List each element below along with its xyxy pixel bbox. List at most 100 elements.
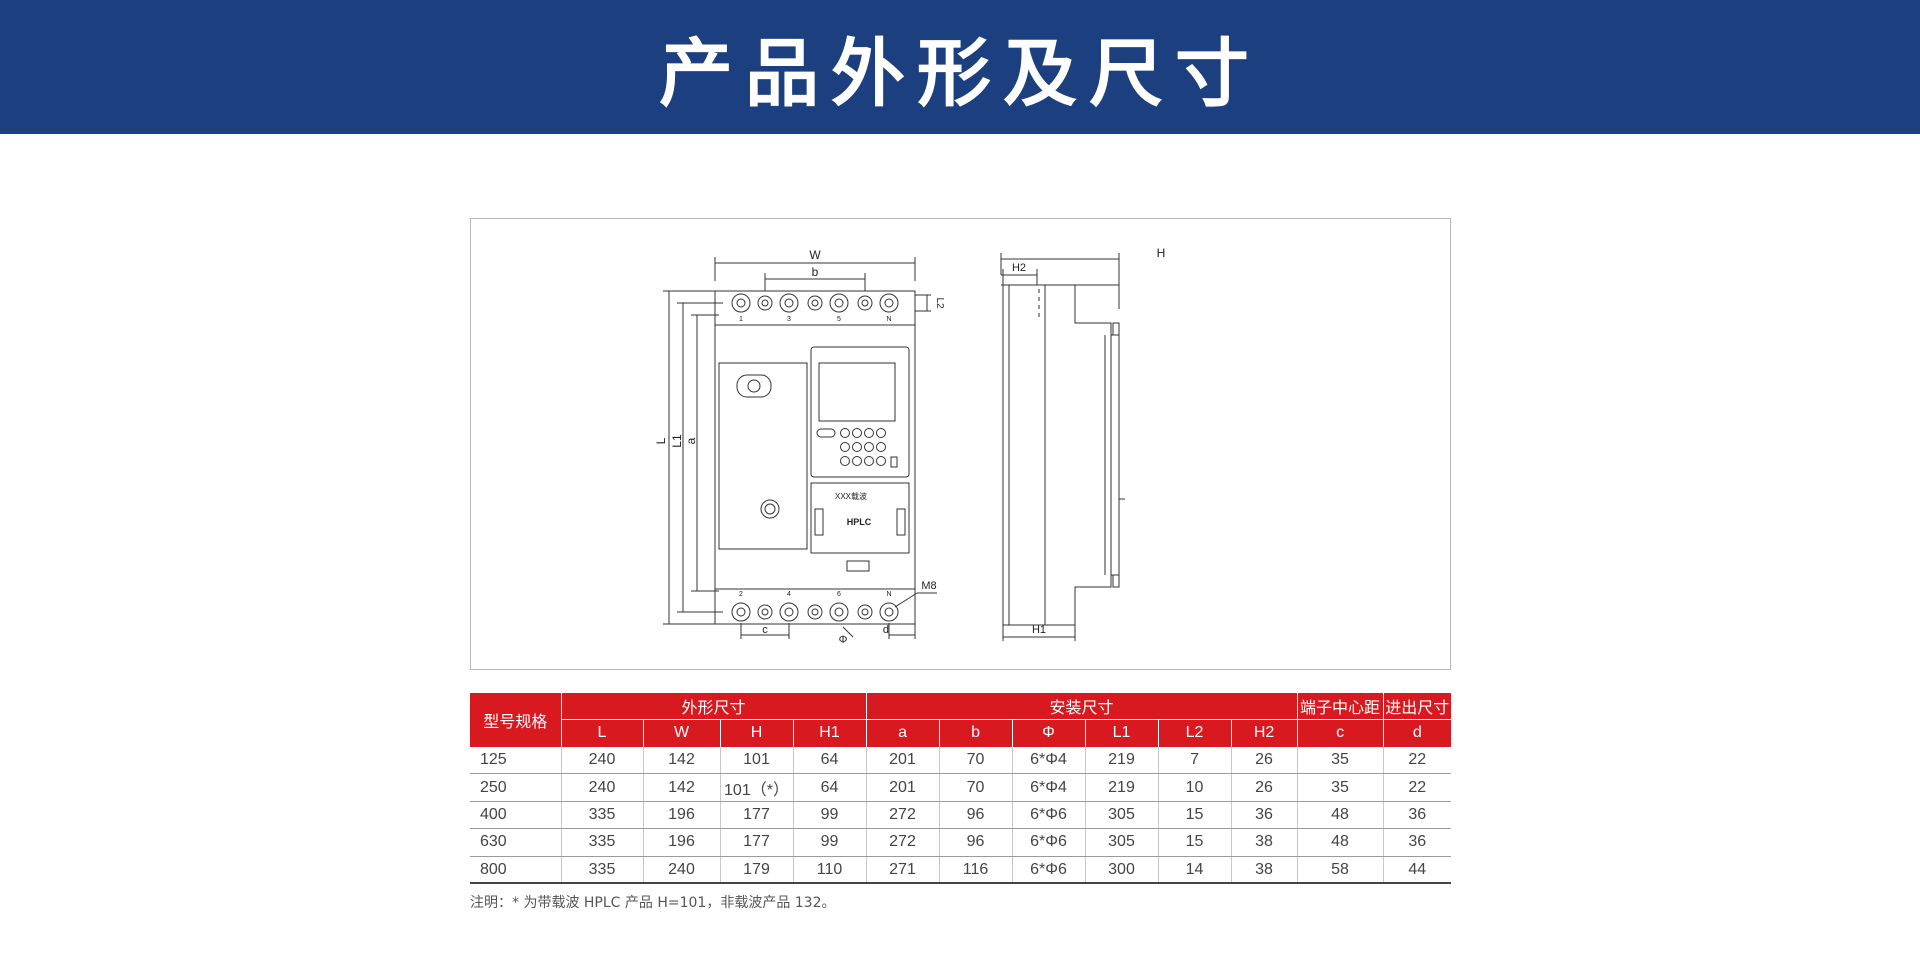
keypad [816, 428, 898, 468]
table-cell: 240 [642, 856, 720, 885]
table-cell: 10 [1157, 773, 1232, 802]
table-cell: 196 [642, 801, 720, 830]
terminal-label-1: 1 [739, 316, 743, 323]
terminal-label-6: 6 [837, 591, 841, 598]
column-header-phi: Φ [1011, 719, 1086, 747]
column-header-c: c [1296, 719, 1384, 747]
table-cell: 240 [560, 746, 643, 775]
table-cell: 15 [1157, 828, 1232, 857]
table-cell: 101（*） [719, 773, 793, 802]
column-header-H1: H1 [792, 719, 867, 747]
column-header-L1: L1 [1084, 719, 1159, 747]
table-cell: 22 [1382, 773, 1452, 802]
table-cell: 6*Φ6 [1011, 856, 1086, 885]
terminal-label-N-bottom: N [886, 591, 891, 598]
label-H1: H1 [1032, 624, 1046, 636]
front-view: W b 1 3 5 N [654, 248, 945, 646]
table-cell: 6*Φ4 [1011, 773, 1086, 802]
table-row: 630 335 196 177 99 272 96 6*Φ6 305 15 38… [470, 828, 1452, 857]
table-column-header-row: L W H H1 a b Φ L1 L2 H2 c d [470, 719, 1452, 747]
label-M8: M8 [921, 580, 936, 592]
table-cell: 36 [1382, 828, 1452, 857]
label-c: c [762, 624, 768, 636]
table-cell: 630 [470, 828, 561, 857]
table-cell: 250 [470, 773, 561, 802]
table-cell: 272 [865, 801, 940, 830]
table-cell: 38 [1230, 856, 1298, 885]
label-a: a [684, 437, 698, 444]
terminal-label-4: 4 [787, 591, 791, 598]
table-cell: 335 [560, 801, 643, 830]
table-cell: 99 [792, 801, 867, 830]
panel-module: HPLC [847, 517, 872, 527]
table-cell: 96 [938, 828, 1013, 857]
table-cell: 44 [1382, 856, 1452, 885]
table-cell: 125 [470, 746, 561, 775]
table-cell: 272 [865, 828, 940, 857]
column-header-a: a [865, 719, 940, 747]
table-cell: 38 [1230, 828, 1298, 857]
table-cell: 6*Φ4 [1011, 746, 1086, 775]
column-header-d: d [1382, 719, 1452, 747]
label-L2: L2 [934, 297, 945, 309]
table-cell: 14 [1157, 856, 1232, 885]
table-cell: 64 [792, 773, 867, 802]
table-cell: 196 [642, 828, 720, 857]
table-cell: 6*Φ6 [1011, 828, 1086, 857]
column-header-H: H [719, 719, 793, 747]
label-phi: Φ [839, 634, 848, 646]
label-L: L [654, 437, 668, 444]
dimension-drawing: W b 1 3 5 N [470, 218, 1451, 670]
table-cell: 22 [1382, 746, 1452, 775]
table-cell: 26 [1230, 773, 1298, 802]
table-group-header-row: 型号规格 外形尺寸 安装尺寸 端子中心距 进出尺寸 [470, 692, 1452, 747]
table-cell: 335 [560, 856, 643, 885]
label-L1: L1 [670, 434, 684, 448]
terminal-label-3: 3 [787, 316, 791, 323]
table-row: 800 335 240 179 110 271 116 6*Φ6 300 14 … [470, 856, 1452, 885]
table-cell: 35 [1296, 773, 1384, 802]
label-b: b [812, 265, 819, 279]
column-header-W: W [642, 719, 720, 747]
table-cell: 271 [865, 856, 940, 885]
table-row: 125 240 142 101 64 201 70 6*Φ4 219 7 26 … [470, 746, 1452, 775]
table-cell: 201 [865, 746, 940, 775]
table-cell: 64 [792, 746, 867, 775]
footnote: 注明：* 为带载波 HPLC 产品 H=101，非载波产品 132。 [470, 895, 836, 911]
header-banner: 产品外形及尺寸 [0, 0, 1920, 134]
terminal-label-2: 2 [739, 591, 743, 598]
table-cell: 201 [865, 773, 940, 802]
table-cell: 142 [642, 773, 720, 802]
dimension-drawing-svg: W b 1 3 5 N [654, 246, 1165, 646]
group-header-outline: 外形尺寸 [560, 692, 867, 720]
table-cell: 219 [1084, 773, 1159, 802]
group-header-inout: 进出尺寸 [1382, 692, 1452, 720]
model-header: 型号规格 [470, 692, 561, 747]
table-cell: 35 [1296, 746, 1384, 775]
terminal-label-N-top: N [886, 316, 891, 323]
label-W: W [809, 248, 821, 262]
table-cell: 335 [560, 828, 643, 857]
table-cell: 48 [1296, 801, 1384, 830]
table-cell: 6*Φ6 [1011, 801, 1086, 830]
table-cell: 240 [560, 773, 643, 802]
table-cell: 96 [938, 801, 1013, 830]
table-cell: 305 [1084, 801, 1159, 830]
column-header-b: b [938, 719, 1013, 747]
terminal-block-top: 1 3 5 N [731, 293, 899, 323]
table-cell: 219 [1084, 746, 1159, 775]
table-row: 250 240 142 101（*） 64 201 70 6*Φ4 219 10… [470, 773, 1452, 802]
table-row: 400 335 196 177 99 272 96 6*Φ6 305 15 36… [470, 801, 1452, 830]
page-title: 产品外形及尺寸 [659, 30, 1261, 117]
table-cell: 70 [938, 773, 1013, 802]
table-cell: 300 [1084, 856, 1159, 885]
table-cell: 36 [1382, 801, 1452, 830]
table-cell: 70 [938, 746, 1013, 775]
table-cell: 400 [470, 801, 561, 830]
terminal-block-bottom: 2 4 6 N [731, 591, 899, 622]
table-cell: 7 [1157, 746, 1232, 775]
label-H2: H2 [1012, 262, 1026, 274]
table-cell: 110 [792, 856, 867, 885]
side-view: H H2 H1 [1000, 246, 1165, 641]
table-cell: 177 [719, 801, 793, 830]
